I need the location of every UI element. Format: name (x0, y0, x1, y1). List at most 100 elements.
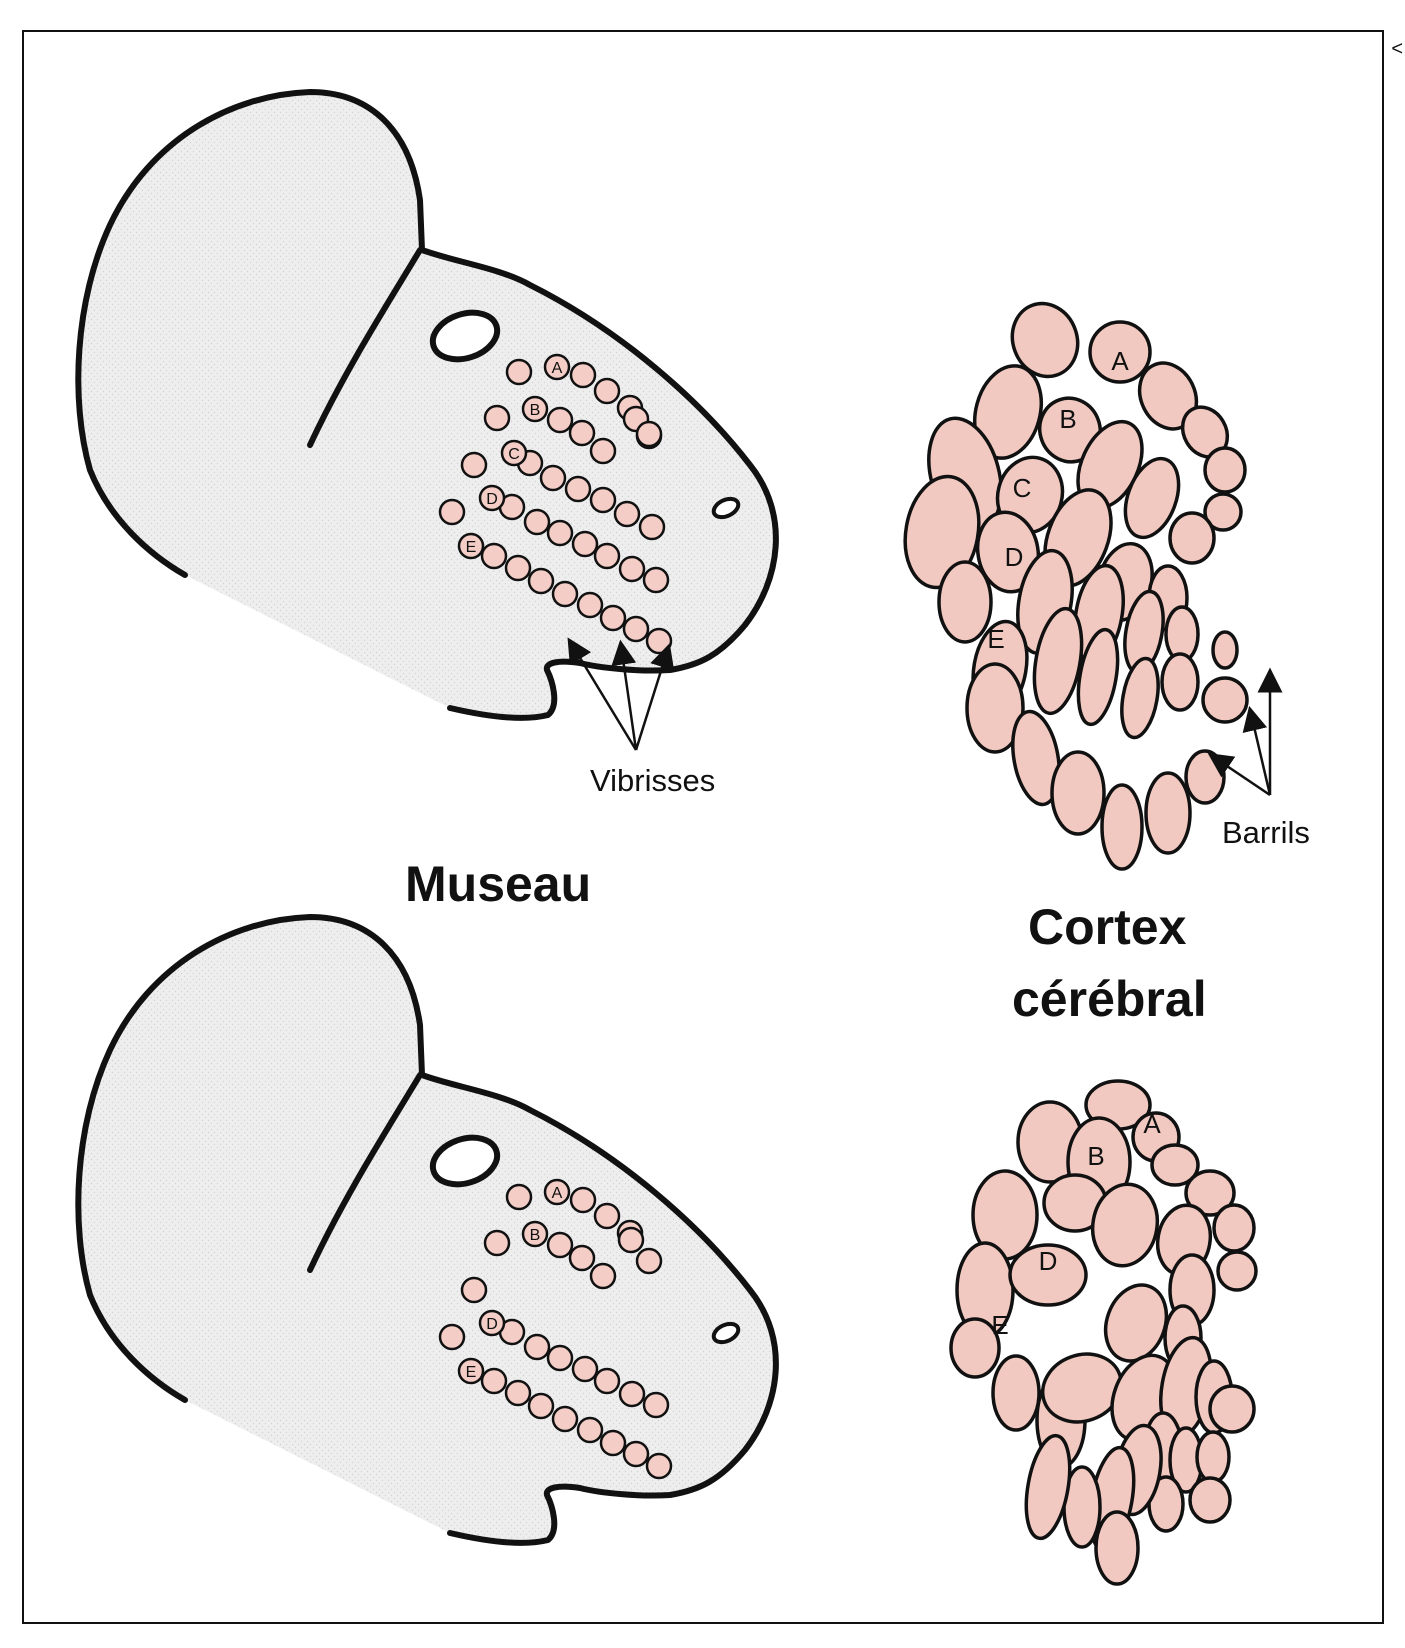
whisker-follicle-bottom-b-2 (546, 1231, 574, 1259)
whisker-row-letter-top-a: A (552, 360, 563, 377)
whisker-row-marker-top-b (521, 395, 549, 423)
vibrisses-label: Vibrisses (590, 763, 716, 798)
whisker-follicle-bottom-e-2 (504, 1379, 532, 1407)
whisker-follicle-top-c-7 (638, 513, 666, 541)
whisker-follicle-top-a-2 (569, 361, 597, 389)
barrel-top-33 (1050, 750, 1106, 836)
barrel-top-35 (1144, 771, 1192, 855)
whisker-follicle-bottom-e-1 (480, 1367, 508, 1395)
whisker-follicle-bottom-a-5 (635, 1247, 663, 1275)
whisker-follicle-top-e-3 (527, 567, 555, 595)
barrel-row-letter-top-d: D (1005, 542, 1024, 572)
whisker-follicle-top-e-7 (622, 615, 650, 643)
corner-mark: < (1391, 38, 1403, 60)
barrel-row-letter-top-c: C (1013, 473, 1032, 503)
barrel-bottom-8 (1216, 1250, 1258, 1292)
nostril-bottom (711, 1321, 741, 1345)
barrel-top-5 (1203, 446, 1247, 494)
whisker-follicle-bottom-b-4 (589, 1262, 617, 1290)
whisker-follicle-bottom-e-3 (527, 1392, 555, 1420)
barrel-bottom-11 (1090, 1182, 1160, 1268)
barrel-bottom-18 (949, 1317, 1001, 1379)
barrel-top-10 (1123, 456, 1181, 540)
whisker-row-marker-bottom-e (457, 1357, 485, 1385)
whisker-follicle-top-b-3 (568, 419, 596, 447)
barrel-bottom-29 (1188, 1476, 1232, 1524)
whisker-follicle-bottom-d-8 (618, 1380, 646, 1408)
ear-inner-line-top (307, 247, 423, 448)
whisker-row-marker-top-d (478, 484, 506, 512)
barrel-row-letter-top-e: E (987, 624, 1004, 654)
whisker-follicle-top-b-2 (546, 406, 574, 434)
barrel-bottom-35 (1094, 1510, 1140, 1586)
barrel-row-letter-bottom-e: E (991, 1310, 1008, 1340)
barrils-arrows (1207, 667, 1283, 797)
whisker-row-letter-bottom-a: A (552, 1185, 563, 1202)
whisker-follicle-bottom-b-5 (617, 1226, 645, 1254)
barrel-bottom-25 (1208, 1384, 1256, 1434)
whisker-row-letter-top-e: E (466, 539, 477, 556)
whisker-follicle-top-d-5 (571, 530, 599, 558)
barrel-row-letter-bottom-a: A (1143, 1109, 1161, 1139)
barrel-top-28 (1120, 656, 1160, 740)
whisker-follicle-bottom-d-1 (460, 1276, 488, 1304)
barrel-bottom-21 (1041, 1352, 1123, 1424)
barrel-row-letter-bottom-d: D (1039, 1246, 1058, 1276)
whisker-follicle-bottom-d-4 (523, 1333, 551, 1361)
whisker-row-letter-top-d: D (486, 491, 498, 508)
whisker-row-marker-top-e (457, 532, 485, 560)
barrel-top-30 (1201, 676, 1249, 724)
whisker-follicle-bottom-b-1 (483, 1229, 511, 1257)
whisker-row-marker-top-a (543, 353, 571, 381)
whisker-follicle-top-d-4 (546, 519, 574, 547)
whisker-follicle-top-d-3 (523, 508, 551, 536)
barrel-top-32 (1011, 709, 1061, 807)
whisker-follicle-top-c-3 (539, 464, 567, 492)
whisker-follicle-bottom-d-9 (642, 1391, 670, 1419)
barrel-top-31 (965, 662, 1025, 754)
whisker-follicle-top-e-4 (551, 580, 579, 608)
barrel-bottom-5 (1150, 1143, 1200, 1187)
whisker-row-letter-bottom-b: B (530, 1227, 541, 1244)
barrel-top-24 (937, 560, 993, 644)
barrel-bottom-7 (1212, 1203, 1256, 1253)
barrel-top-18 (975, 510, 1041, 594)
whisker-follicle-bottom-d-6 (571, 1355, 599, 1383)
whisker-follicle-top-a-1 (505, 358, 533, 386)
barrel-row-letter-top-a: A (1111, 346, 1129, 376)
barrel-top-27 (1076, 627, 1120, 727)
whisker-follicle-top-e-5 (576, 591, 604, 619)
whisker-row-marker-bottom-a (543, 1178, 571, 1206)
barrel-bottom-19 (991, 1354, 1041, 1432)
eye-bottom (429, 1134, 501, 1188)
whisker-follicle-top-c-6 (613, 500, 641, 528)
barrel-cortex-top: A B C D E (903, 301, 1249, 871)
barrel-bottom-34 (1024, 1433, 1072, 1541)
whisker-follicle-top-e-1 (480, 542, 508, 570)
barrel-top-23 (1211, 630, 1239, 670)
whisker-follicle-bottom-e-7 (622, 1440, 650, 1468)
whisker-follicle-bottom-d-2 (438, 1323, 466, 1351)
whisker-follicle-top-d-1 (438, 498, 466, 526)
whisker-follicle-bottom-a-1 (505, 1183, 533, 1211)
whisker-follicle-top-e-2 (504, 554, 532, 582)
barrel-row-letter-top-b: B (1059, 404, 1076, 434)
ear-inner-line-bottom (307, 1072, 423, 1273)
whisker-follicle-bottom-e-6 (599, 1429, 627, 1457)
mouse-head-bottom (75, 914, 779, 1546)
barrel-bottom-16 (1103, 1283, 1169, 1363)
barrel-top-29 (1160, 652, 1200, 712)
nostril-top (711, 496, 741, 520)
whisker-follicle-bottom-a-2 (569, 1186, 597, 1214)
whisker-row-marker-bottom-b (521, 1220, 549, 1248)
whisker-row-letter-bottom-e: E (466, 1364, 477, 1381)
whisker-follicle-bottom-d-5 (546, 1344, 574, 1372)
whisker-follicle-bottom-a-3 (593, 1202, 621, 1230)
vibrisses-arrows (567, 637, 675, 751)
whisker-follicle-top-c-1 (460, 451, 488, 479)
